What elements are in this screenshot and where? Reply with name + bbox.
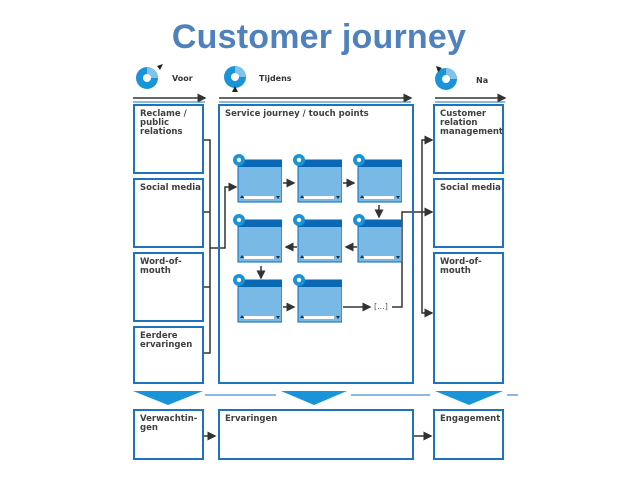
touchpoint-card	[353, 214, 404, 266]
after-box-word-of-mouth: Word-of- mouth	[433, 252, 504, 384]
ellipsis-label: [...]	[374, 302, 388, 311]
touchpoint-card	[293, 274, 344, 326]
before-box-word-of-mouth: Word-of- mouth	[133, 252, 204, 322]
touchpoint-card	[293, 154, 344, 206]
before-box-eerdere-ervaringen: Eerdere ervaringen	[133, 326, 204, 384]
box-label: Word-of- mouth	[440, 257, 482, 276]
box-label: Verwachtin- gen	[140, 414, 198, 433]
box-label: Ervaringen	[225, 414, 278, 424]
touchpoint-card	[293, 214, 344, 266]
touchpoint-card	[233, 214, 284, 266]
outcome-box-ervaringen: Ervaringen	[218, 409, 414, 460]
after-box-social-media: Social media	[433, 178, 504, 248]
box-label: Reclame / public relations	[140, 109, 187, 137]
box-label: Word-of- mouth	[140, 257, 182, 276]
outcome-box-verwachtingen: Verwachtin- gen	[133, 409, 204, 460]
before-box-reclame: Reclame / public relations	[133, 104, 204, 174]
box-label: Engagement	[440, 414, 501, 424]
outcome-box-engagement: Engagement	[433, 409, 504, 460]
pie-icon	[224, 66, 246, 92]
page-title: Customer journey	[171, 18, 467, 56]
touchpoint-card	[233, 154, 284, 206]
before-box-social-media: Social media	[133, 178, 204, 248]
box-label: Social media	[140, 183, 201, 193]
pie-icon	[136, 64, 163, 89]
phase-label-voor: Voor	[172, 74, 193, 83]
funnel-arrow	[435, 391, 503, 405]
box-label: Eerdere ervaringen	[140, 331, 193, 350]
phase-label-na: Na	[476, 76, 489, 85]
after-box-crm: Customer relation management	[433, 104, 504, 174]
funnel-arrow	[281, 391, 347, 405]
phase-label-tijdens: Tijdens	[259, 74, 292, 83]
box-label: Customer relation management	[440, 109, 503, 137]
touchpoint-card	[353, 154, 404, 206]
during-box-service-journey: Service journey / touch points	[218, 104, 414, 384]
pie-icon	[435, 66, 457, 90]
box-label: Social media	[440, 183, 501, 193]
touchpoint-card	[233, 274, 284, 326]
funnel-arrow	[133, 391, 203, 405]
box-label: Service journey / touch points	[225, 109, 369, 119]
